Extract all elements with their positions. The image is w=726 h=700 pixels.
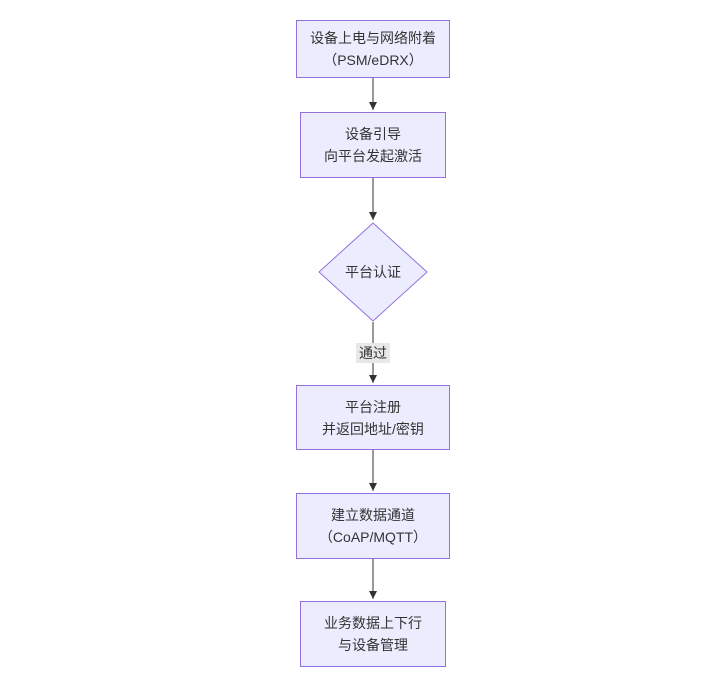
node-line: 并返回地址/密钥 [322,420,424,437]
node-line: （CoAP/MQTT） [318,529,428,545]
node-line: 设备引导 [345,126,401,142]
node-device-power-on: 设备上电与网络附着 （PSM/eDRX） [296,20,450,78]
node-platform-register: 平台注册 并返回地址/密钥 [296,385,450,450]
node-device-bootstrap: 设备引导 向平台发起激活 [300,112,446,178]
node-line: 设备上电与网络附着 [310,30,436,46]
node-line: 与设备管理 [338,637,408,653]
node-data-channel: 建立数据通道 （CoAP/MQTT） [296,493,450,559]
node-business-data: 业务数据上下行 与设备管理 [300,601,446,667]
node-line: 平台认证 [345,264,401,280]
node-platform-auth: 平台认证 [321,222,425,322]
edge-label-pass: 通过 [356,343,390,363]
node-line: 平台注册 [345,398,401,415]
node-line: （PSM/eDRX） [323,52,423,68]
node-line: 业务数据上下行 [324,615,422,631]
node-line: 建立数据通道 [331,507,415,523]
node-line: 向平台发起激活 [324,148,422,164]
